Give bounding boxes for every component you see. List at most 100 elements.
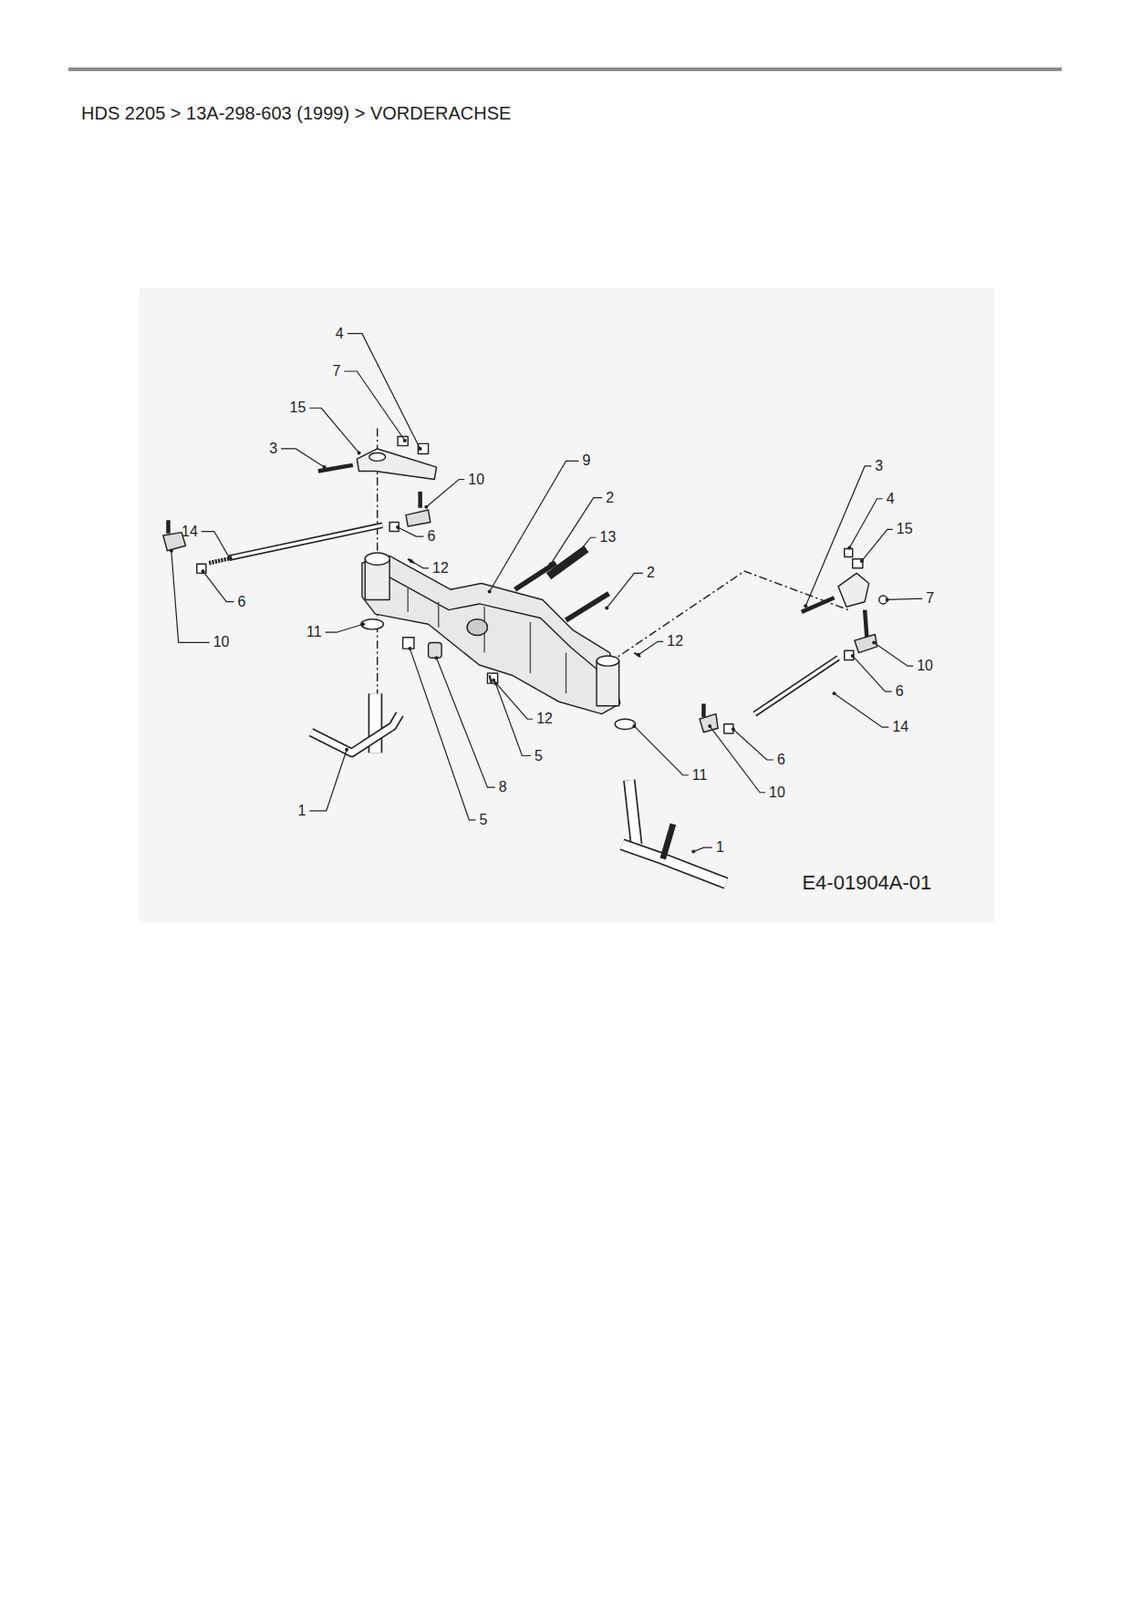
leader-tip [632,724,636,728]
leader-line [425,479,465,508]
callout-number: 11 [692,767,708,783]
leader-tip [491,678,496,683]
callout-number: 14 [892,719,909,735]
leader-line [733,728,774,760]
callout-number: 8 [498,779,508,795]
callout-number: 4 [886,491,895,507]
leader-line [579,537,596,552]
callout-number: 10 [916,658,934,674]
leader-line [280,448,324,467]
leader-line [861,529,893,561]
leader-tip [577,549,582,554]
leader-tip [435,655,439,660]
leader-tip [832,691,837,696]
leader-line [411,560,430,569]
leader-line [693,847,713,851]
callout-number: 7 [332,363,342,379]
callout-number: 3 [269,441,278,457]
callout-number: 2 [605,490,614,506]
leader-tip [357,450,362,455]
leader-line [834,693,890,727]
leader-tip [860,559,864,563]
leader-line [805,466,872,606]
leader-tip [636,653,641,657]
leader-line [495,683,531,756]
leader-tip [885,597,890,602]
leader-line [201,531,230,559]
leader-tip [493,681,498,685]
header-rule [68,67,1062,72]
leader-line [436,657,496,788]
leader-tip [871,640,876,644]
leader-tip [803,603,808,608]
leader-tip [344,747,349,752]
leader-line [347,333,421,449]
callout-number: 15 [290,400,307,416]
leader-line [852,655,893,692]
callout-number: 11 [306,624,322,640]
callout-number: 10 [467,472,485,488]
leader-line [849,498,882,549]
callout-number: 10 [213,634,230,650]
leader-line [709,726,766,793]
callout-number: 2 [646,565,655,581]
callout-number: 6 [777,752,786,768]
leader-tip [424,505,428,509]
leader-tip [395,525,400,530]
callout-number: 1 [298,803,307,819]
leader-tip [169,549,174,553]
leader-line [325,623,364,633]
leader-line [606,572,644,608]
leader-line [309,749,347,811]
leader-tip [409,559,414,563]
leader-tip [691,850,696,854]
leader-line [873,642,914,666]
leader-tip [487,589,492,593]
callout-number: 4 [335,326,344,342]
callout-number: 13 [599,529,616,545]
leader-line [550,498,602,565]
leader-line [633,726,688,776]
leader-line [489,460,580,592]
leader-line [493,680,533,719]
callout-number: 12 [536,711,553,727]
callout-number: 9 [581,453,591,468]
leader-line [638,641,664,655]
callout-number: 12 [432,560,449,576]
leader-line [203,570,235,602]
leader-tip [850,653,855,658]
leader-tip [418,446,423,451]
callout-number: 10 [768,785,786,800]
callout-number: 14 [181,524,198,540]
leader-line [409,648,476,820]
callout-number: 5 [534,748,543,764]
leader-line [887,598,924,600]
callout-number: 6 [238,594,247,610]
leader-tip [228,556,232,561]
callout-number: 7 [925,591,934,606]
leader-tip [201,569,206,573]
leader-tip [604,605,609,610]
drawing-code: E4-01904A-01 [801,872,932,893]
leader-tip [707,724,712,728]
callout-number: 6 [895,684,904,699]
leader-tip [731,726,736,731]
leader-tip [403,438,407,443]
callout-number: 6 [427,529,436,544]
leader-line [309,407,359,453]
callout-number: 5 [479,812,488,828]
leader-tip [361,622,365,626]
leader-line [397,527,424,537]
leader-line [171,550,210,644]
leader-tip [322,465,327,469]
callout-number: 12 [666,633,684,649]
leader-tip [549,561,553,566]
callout-number: 1 [715,840,725,855]
page-title: HDS 2205 > 13A-298-603 (1999) > VORDERAC… [81,103,511,125]
callout-number: 15 [896,521,914,537]
leader-tip [407,646,412,651]
leader-tip [847,545,851,550]
